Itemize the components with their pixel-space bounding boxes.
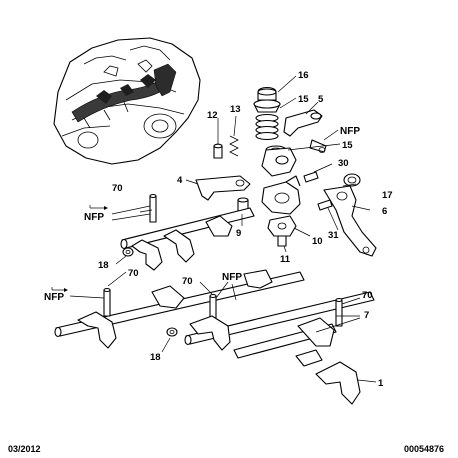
callout-31: 31 bbox=[328, 230, 339, 241]
callout-1: 1 bbox=[378, 378, 384, 389]
callout-4: 4 bbox=[177, 175, 183, 186]
boot-part-16 bbox=[253, 86, 281, 113]
callout-16: 16 bbox=[298, 70, 309, 81]
bushing-part-18a bbox=[122, 247, 134, 257]
arm-part-6 bbox=[323, 185, 377, 257]
callout-nfp-middle: NFP bbox=[44, 292, 64, 303]
callout-70-upper: 70 bbox=[112, 183, 123, 194]
callout-17: 17 bbox=[382, 190, 393, 201]
callout-nfp-upper: NFP bbox=[84, 212, 104, 223]
footer-date: 03/2012 bbox=[8, 444, 41, 454]
callout-nfp-top: NFP bbox=[340, 126, 360, 137]
callout-30: 30 bbox=[338, 158, 349, 169]
callout-nfp-lower: NFP bbox=[222, 272, 242, 283]
pin-part-31 bbox=[317, 199, 333, 211]
gearbox-illustration bbox=[53, 37, 201, 165]
callout-10: 10 bbox=[312, 236, 323, 247]
callout-9: 9 bbox=[236, 228, 241, 239]
callout-15-top: 15 bbox=[298, 94, 309, 105]
selector-housing bbox=[261, 147, 301, 215]
fork-part-4 bbox=[195, 175, 251, 201]
callout-11: 11 bbox=[280, 254, 291, 265]
selector-rod-middle bbox=[54, 269, 305, 349]
callout-70-right: 70 bbox=[362, 290, 373, 301]
spring-part-13 bbox=[229, 135, 239, 157]
callout-18-upper: 18 bbox=[98, 260, 109, 271]
pin-part-12 bbox=[213, 143, 223, 159]
footer-code: 00054876 bbox=[404, 444, 444, 454]
callout-70-lower: 70 bbox=[182, 276, 193, 287]
callout-13: 13 bbox=[230, 104, 241, 115]
callout-5: 5 bbox=[318, 94, 324, 105]
callout-18-lower: 18 bbox=[150, 352, 161, 363]
callout-15-bottom: 15 bbox=[342, 140, 353, 151]
bushing-part-17 bbox=[343, 173, 361, 187]
callout-7: 7 bbox=[364, 310, 369, 321]
leader-lines bbox=[69, 75, 377, 383]
spring-part-15 bbox=[255, 113, 287, 155]
bushing-part-18b bbox=[166, 327, 178, 337]
block-part-10 bbox=[267, 215, 297, 247]
pin-part-30 bbox=[303, 171, 319, 183]
selector-rod-upper bbox=[120, 193, 255, 271]
callout-70-middle: 70 bbox=[128, 268, 139, 279]
arrow-mark-icon bbox=[51, 205, 108, 292]
callout-12: 12 bbox=[207, 110, 218, 121]
callout-6: 6 bbox=[382, 206, 387, 217]
lever-part-5 bbox=[283, 109, 327, 153]
